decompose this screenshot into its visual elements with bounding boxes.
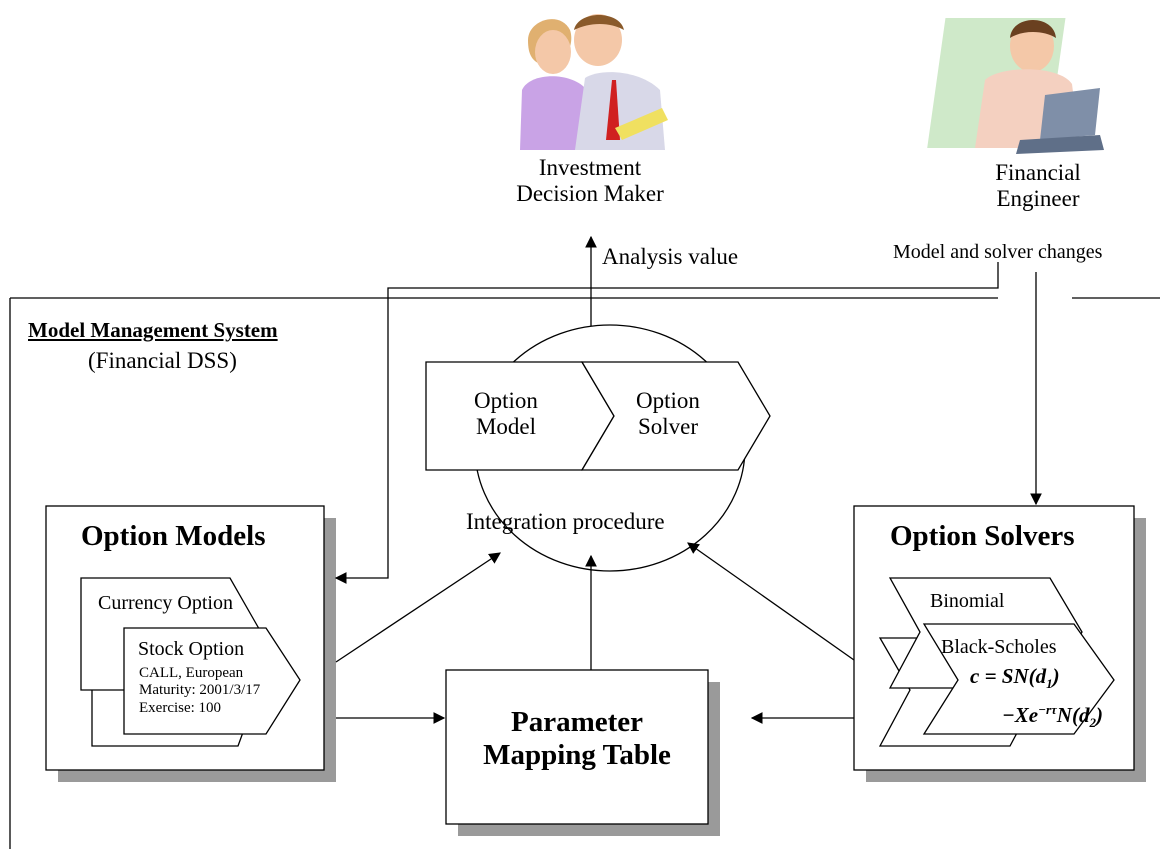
solvers-to-integration-arrow <box>687 542 855 661</box>
engineer-laptop-clipart-icon <box>927 18 1104 154</box>
stock-option-label: Stock Option <box>138 638 245 660</box>
engineer-label: Financial Engineer <box>995 160 1081 212</box>
model-solver-changes-label: Model and solver changes <box>893 241 1103 263</box>
system-subtitle: (Financial DSS) <box>88 348 237 373</box>
system-boundary <box>9 297 1160 849</box>
detail-line: CALL, European <box>139 665 244 681</box>
people-clipart-icon <box>520 14 668 150</box>
analysis-value-label: Analysis value <box>602 244 739 269</box>
detail-line: Exercise: 100 <box>139 699 222 716</box>
decision-maker-label: Investment Decision Maker <box>516 155 664 207</box>
option-solver-label: Option Solver <box>636 388 700 440</box>
option-model-label: Option Model <box>474 388 538 440</box>
black-scholes-formula-line2: −Xe−rτN(d2) <box>1002 702 1103 731</box>
mapping-table-label: Parameter Mapping Table <box>483 706 671 772</box>
integration-procedure-label: Integration procedure <box>466 509 665 534</box>
model-cards <box>80 577 301 747</box>
black-scholes-label: Black-Scholes <box>941 636 1057 658</box>
currency-option-label: Currency Option <box>98 592 233 614</box>
system-title: Model Management System <box>28 318 278 342</box>
changes-to-models-arrow <box>334 262 999 584</box>
models-to-integration-arrow <box>335 552 501 663</box>
detail-line: Maturity: 2001/3/17 <box>139 682 261 699</box>
option-solvers-title: Option Solvers <box>890 520 1075 552</box>
binomial-label: Binomial <box>930 590 1005 612</box>
solver-cards <box>878 577 1115 747</box>
option-solver-chevron <box>580 361 771 471</box>
stock-option-details: CALL, European Maturity: 2001/3/17 Exerc… <box>139 665 260 717</box>
mapping-table-box <box>445 669 709 825</box>
option-models-title: Option Models <box>81 520 266 552</box>
connectors <box>334 235 1042 724</box>
black-scholes-formula-line1: c = SN(d1) <box>970 664 1060 692</box>
